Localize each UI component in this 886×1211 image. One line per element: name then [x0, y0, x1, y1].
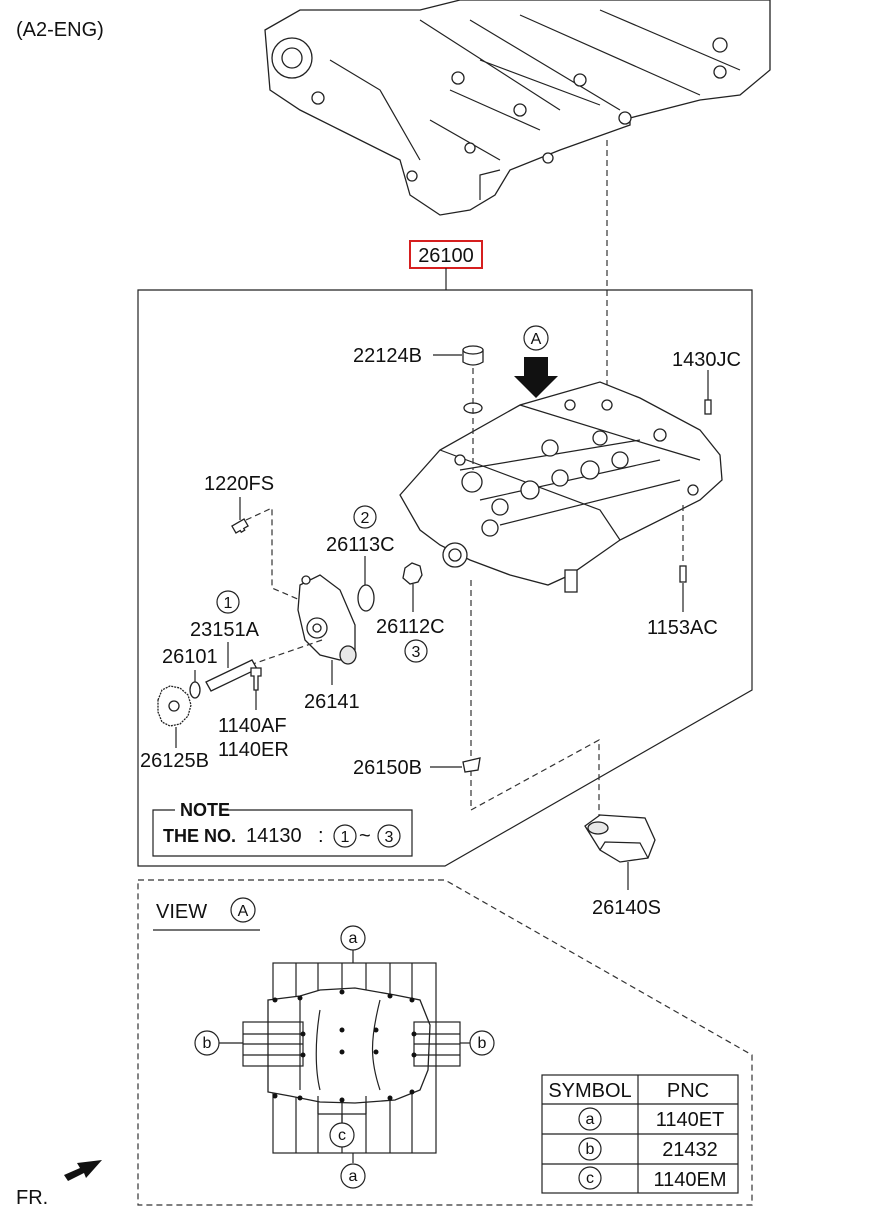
svg-text:a: a: [349, 1168, 358, 1185]
table-row-symbol: c: [586, 1170, 594, 1187]
svg-text:A: A: [238, 903, 249, 920]
table-row-pnc[interactable]: 21432: [662, 1139, 718, 1161]
view-symbol-a-top: [340, 925, 366, 951]
oil-pump-illustration: [297, 574, 357, 665]
table-row-pnc[interactable]: 1140ET: [656, 1109, 725, 1131]
callout-2: [353, 505, 377, 529]
assembly-boundary: [137, 289, 753, 867]
svg-text:A: A: [531, 331, 542, 348]
view-title-marker: [230, 897, 256, 923]
svg-text:1: 1: [224, 595, 233, 612]
svg-text:b: b: [478, 1035, 487, 1052]
part-26140S-label[interactable]: 26140S: [592, 897, 661, 919]
front-direction-label: FR.: [16, 1187, 48, 1209]
note-box: NOTE THE NO. 14130 : 1 ~ 3: [152, 800, 413, 857]
front-arrow-icon: [64, 1160, 102, 1181]
table-row-symbol: b: [586, 1141, 595, 1158]
engine-block-illustration: [264, 0, 771, 216]
symbol-table: SYMBOL PNC a 1140ET b 21432 c 1140EM: [541, 1074, 739, 1194]
svg-text:b: b: [203, 1035, 212, 1052]
part-26150B-label[interactable]: 26150B: [353, 757, 422, 779]
gear-icon: [402, 562, 423, 585]
part-22124B-label[interactable]: 22124B: [353, 345, 422, 367]
note-title: NOTE: [180, 800, 230, 820]
callout-3: [404, 639, 428, 663]
view-symbol-b-left: [194, 1030, 220, 1056]
svg-text:2: 2: [361, 510, 370, 527]
part-26101-label[interactable]: 26101: [162, 646, 218, 668]
svg-text:1: 1: [341, 829, 350, 846]
svg-text:~: ~: [359, 825, 371, 847]
table-row-symbol: a: [586, 1111, 595, 1128]
svg-text::: :: [318, 825, 324, 847]
view-a-marker: [523, 325, 549, 351]
pump-bolt-icon: [250, 667, 262, 691]
table-row-symbol-icon: [578, 1166, 602, 1190]
note-number: 14130: [246, 825, 302, 847]
oil-screen-illustration: [584, 814, 656, 863]
table-row-pnc[interactable]: 1140EM: [653, 1169, 726, 1191]
view-title: VIEW: [156, 901, 207, 923]
part-26125B-label[interactable]: 26125B: [140, 750, 209, 772]
svg-text:a: a: [349, 930, 358, 947]
view-direction-arrow: [514, 357, 558, 398]
table-header-symbol: SYMBOL: [548, 1080, 631, 1102]
table-header-pnc: PNC: [667, 1080, 709, 1102]
note-callout-from: [333, 824, 357, 848]
view-symbol-b-right: [469, 1030, 495, 1056]
note-callout-to: [377, 824, 401, 848]
part-26113C-label[interactable]: 26113C: [326, 534, 395, 556]
view-panel-boundary: [137, 879, 753, 1206]
part-26112C-label[interactable]: 26112C: [376, 616, 445, 638]
part-1140AF-label[interactable]: 1140AF: [218, 715, 287, 737]
table-row-symbol-icon: [578, 1137, 602, 1161]
bottom-view-illustration: [219, 950, 470, 1163]
callout-1: [216, 590, 240, 614]
seal-icon: [357, 584, 375, 612]
engine-code: (A2-ENG): [16, 19, 104, 41]
view-symbol-a-bottom: [340, 1163, 366, 1189]
main-assembly-number[interactable]: 26100: [418, 245, 474, 267]
table-row-symbol-icon: [578, 1107, 602, 1131]
part-23151A-label[interactable]: 23151A: [190, 619, 260, 641]
svg-text:3: 3: [412, 644, 421, 661]
part-26141-label[interactable]: 26141: [304, 691, 360, 713]
part-1153AC-label[interactable]: 1153AC: [647, 617, 718, 639]
lower-crankcase-illustration: [399, 381, 723, 593]
svg-text:3: 3: [385, 829, 394, 846]
view-symbol-c: [329, 1122, 355, 1148]
washer-icon: [189, 681, 201, 699]
svg-text:c: c: [338, 1127, 346, 1144]
part-1220FS-label[interactable]: 1220FS: [204, 473, 274, 495]
gasket-icon: [462, 757, 481, 773]
part-1140ER-label[interactable]: 1140ER: [218, 739, 289, 761]
part-1430JC-label[interactable]: 1430JC: [672, 349, 741, 371]
note-prefix: THE NO.: [163, 826, 236, 846]
bolt-icon: [231, 518, 249, 534]
